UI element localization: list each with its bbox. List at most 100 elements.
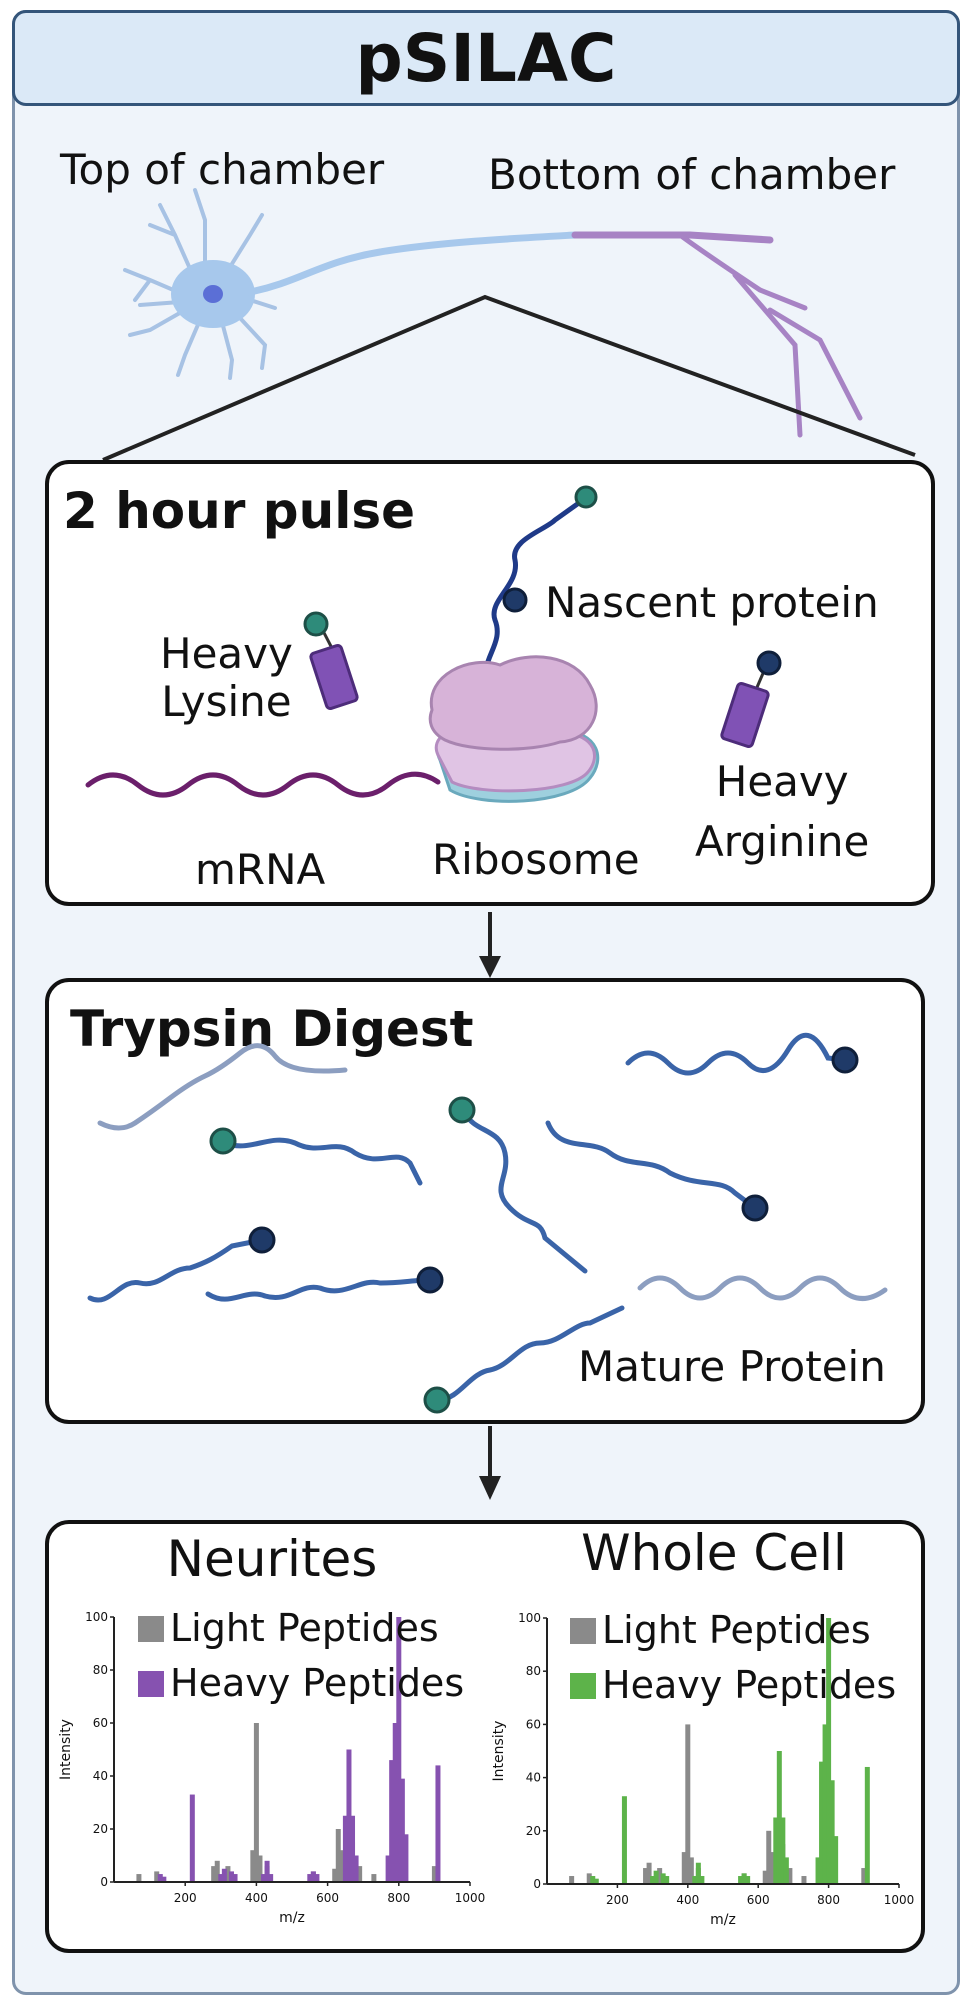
heavy-peptide-bar: [664, 1876, 670, 1884]
light-peptide-bar: [136, 1874, 142, 1882]
y-tick-label: 80: [526, 1664, 541, 1678]
mature-protein-label: Mature Protein: [578, 1342, 886, 1391]
mature-protein-strand: [97, 1043, 348, 1131]
heavy-peptide-bar: [189, 1794, 195, 1882]
legend-label: Heavy Peptides: [170, 1661, 464, 1705]
heavy-arginine-tag: [248, 1226, 276, 1254]
heavy-lysine-tag: [423, 1386, 451, 1414]
axon-terminal: [571, 231, 774, 244]
y-tick-label: 100: [518, 1611, 541, 1625]
heavy-lysine-tag: [209, 1127, 237, 1155]
pulse-illustration: [85, 485, 782, 803]
heavy-peptide-bar: [228, 1871, 234, 1882]
legend-label: Light Peptides: [602, 1608, 871, 1652]
mrna-icon: [85, 771, 441, 798]
ribosome-icon: [428, 655, 600, 803]
light-peptide-bar: [257, 1855, 263, 1882]
bottom-of-chamber-label: Bottom of chamber: [488, 150, 896, 199]
y-tick-label: 100: [85, 1610, 108, 1624]
heavy-peptide-bar: [392, 1723, 398, 1882]
y-tick-label: 40: [93, 1769, 108, 1783]
y-tick-label: 80: [93, 1663, 108, 1677]
x-axis-label: m/z: [279, 1910, 305, 1926]
figure-title: pSILAC: [355, 19, 617, 97]
heavy-peptide-bar: [660, 1873, 666, 1884]
light-peptide-bar: [225, 1866, 231, 1882]
x-tick-label: 200: [606, 1893, 629, 1907]
heavy-arginine-tag: [831, 1046, 859, 1074]
mature-protein-strand: [637, 1275, 888, 1301]
heavy-peptide-bar: [218, 1874, 224, 1882]
legend-swatch: [138, 1616, 164, 1642]
heavy-peptide-bar: [819, 1761, 825, 1884]
x-tick-label: 1000: [884, 1893, 915, 1907]
heavy-peptide-bar: [396, 1617, 402, 1882]
heavy-peptide-bar: [268, 1874, 274, 1882]
y-tick-label: 40: [526, 1771, 541, 1785]
x-tick-label: 400: [676, 1893, 699, 1907]
heavy-peptide-bar: [314, 1874, 320, 1882]
peptide-strand: [545, 1120, 758, 1211]
heavy-arginine-icon: [720, 650, 782, 748]
heavy-lysine-tag: [448, 1096, 476, 1124]
peptide-strand: [625, 1032, 848, 1076]
pulse-panel-title: 2 hour pulse: [63, 482, 416, 540]
heavy-peptide-bar: [780, 1817, 786, 1884]
heavy-arginine-tag: [741, 1194, 769, 1222]
heavy-peptide-bar: [261, 1874, 267, 1882]
heavy-peptide-bar: [346, 1749, 352, 1882]
title-bar: pSILAC: [12, 10, 960, 106]
heavy-peptide-bar: [385, 1855, 391, 1882]
heavy-peptide-bar: [590, 1876, 596, 1884]
heavy-peptide-bar: [826, 1618, 832, 1884]
peptide-strand: [462, 1110, 588, 1274]
heavy-peptide-bar: [264, 1860, 270, 1882]
chart-title: Whole Cell: [581, 1530, 847, 1582]
light-peptide-bar: [335, 1829, 341, 1882]
peptide-strand: [87, 1237, 265, 1303]
heavy-lysine-icon: [303, 611, 359, 710]
heavy-peptide-bar: [829, 1780, 835, 1884]
legend-label: Light Peptides: [170, 1606, 439, 1650]
light-peptide-bar: [586, 1873, 592, 1884]
y-tick-label: 0: [100, 1875, 108, 1889]
heavy-peptide-bar: [783, 1857, 789, 1884]
peptide-strand: [437, 1305, 625, 1403]
digest-panel-title: Trypsin Digest: [70, 1000, 474, 1058]
x-tick-label: 600: [316, 1891, 339, 1905]
digest-panel: [45, 978, 925, 1424]
heavy-peptide-bar: [773, 1817, 779, 1884]
nascent-protein-label: Nascent protein: [545, 578, 879, 627]
light-peptide-bar: [766, 1830, 772, 1884]
axon: [246, 231, 579, 296]
heavy-arginine-label: Heavy Arginine: [695, 757, 870, 866]
heavy-peptide-bar: [738, 1876, 744, 1884]
x-tick-label: 800: [387, 1891, 410, 1905]
heavy-peptide-bar: [389, 1760, 395, 1882]
ribosome-label: Ribosome: [432, 835, 640, 884]
light-peptide-bar: [339, 1850, 345, 1882]
heavy-peptide-bar: [695, 1862, 701, 1884]
y-axis-label: Intensity: [58, 1719, 74, 1780]
heavy-arginine-tag: [416, 1266, 444, 1294]
y-axis-label: Intensity: [491, 1721, 507, 1782]
light-peptide-bar: [371, 1874, 377, 1882]
legend-swatch: [138, 1671, 164, 1697]
light-peptide-bar: [643, 1868, 649, 1884]
heavy-peptide-bar: [833, 1836, 839, 1884]
heavy-peptide-bar: [776, 1751, 782, 1884]
light-peptide-bar: [646, 1862, 652, 1884]
light-peptide-bar: [253, 1723, 259, 1882]
heavy-peptide-bar: [692, 1876, 698, 1884]
heavy-peptide-bar: [161, 1876, 167, 1882]
heavy-peptide-bar: [822, 1724, 828, 1884]
light-peptide-bar: [431, 1866, 437, 1882]
light-peptide-bar: [762, 1870, 768, 1884]
arrow-down-icon: [479, 1426, 501, 1500]
legend-label: Heavy Peptides: [602, 1663, 896, 1707]
arrow-down-icon: [479, 912, 501, 978]
heavy-peptide-bar: [593, 1878, 599, 1884]
